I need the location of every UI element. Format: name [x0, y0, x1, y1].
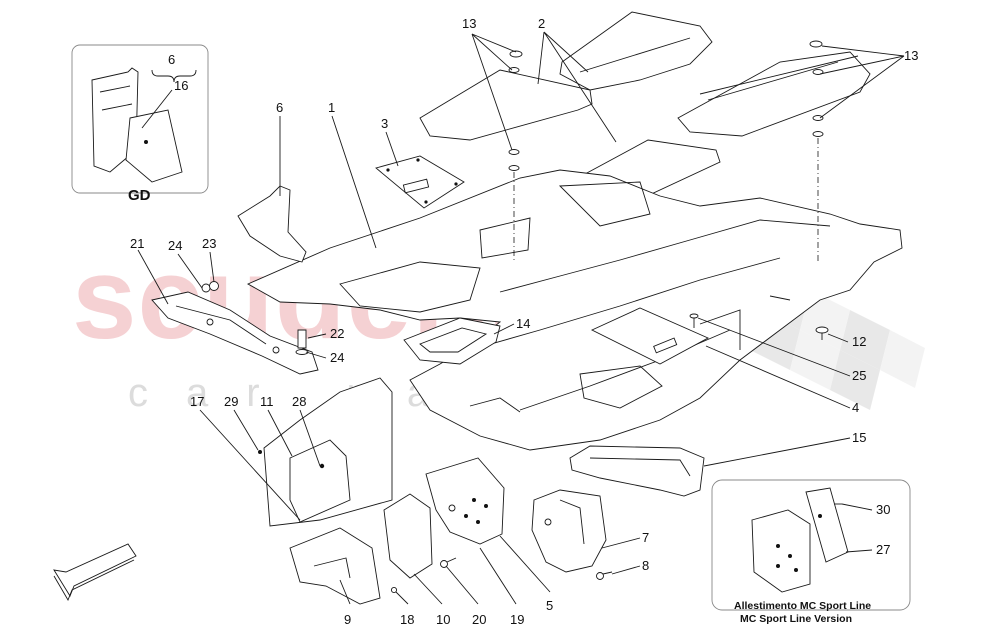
- callout-22: 22: [330, 326, 344, 341]
- callout-13-left: 13: [462, 16, 476, 31]
- callout-21: 21: [130, 236, 144, 251]
- inset-gd: 6 16 GD: [71, 44, 209, 204]
- part-3-panel: [375, 155, 465, 209]
- part-7-bracket: [531, 489, 613, 580]
- callout-10: 10: [436, 612, 450, 627]
- callout-15: 15: [852, 430, 866, 445]
- callout-20: 20: [472, 612, 486, 627]
- leader-lines: [137, 31, 905, 605]
- part-4-cover: [590, 307, 710, 365]
- part-14-frame: [403, 317, 501, 365]
- callout-25: 25: [852, 368, 866, 383]
- inset-mc-caption-2: MC Sport Line Version: [740, 613, 852, 625]
- part-15-channel: [569, 445, 705, 497]
- part-11-28-panel: [258, 377, 393, 527]
- callout-6: 6: [276, 100, 283, 115]
- callout-12: 12: [852, 334, 866, 349]
- callout-29: 29: [224, 394, 238, 409]
- callout-23: 23: [202, 236, 216, 251]
- inset-gd-label: GD: [128, 187, 151, 204]
- callout-24-bottom: 24: [330, 350, 344, 365]
- callout-8: 8: [642, 558, 649, 573]
- fasteners: [508, 40, 829, 340]
- part-6-trim: [237, 185, 307, 263]
- callout-24-top: 24: [168, 238, 182, 253]
- callout-17: 17: [190, 394, 204, 409]
- callout-1: 1: [328, 100, 335, 115]
- main-carpet: [246, 169, 903, 451]
- callout-11: 11: [260, 394, 274, 409]
- callout-28: 28: [292, 394, 306, 409]
- callout-7: 7: [642, 530, 649, 545]
- callout-6-inset: 6: [168, 52, 175, 67]
- callout-numbers: 13 2 13 6 1 3 21 24 23 22 24 14 12 25 4 …: [130, 16, 918, 627]
- callout-3: 3: [381, 116, 388, 131]
- part-9-10-brackets: [289, 493, 433, 605]
- callout-18: 18: [400, 612, 414, 627]
- callout-2: 2: [538, 16, 545, 31]
- callout-9: 9: [344, 612, 351, 627]
- callout-30: 30: [876, 502, 890, 517]
- callout-4: 4: [852, 400, 859, 415]
- callout-19: 19: [510, 612, 524, 627]
- inset-mc-sport-line: Allestimento MC Sport Line MC Sport Line…: [711, 479, 911, 625]
- callout-14: 14: [516, 316, 530, 331]
- floor-mats: [419, 11, 871, 219]
- callout-16: 16: [174, 78, 188, 93]
- part-5-bracket: [425, 457, 505, 568]
- arrow-front-left-icon: [53, 543, 137, 602]
- callout-13-right: 13: [904, 48, 918, 63]
- callout-27: 27: [876, 542, 890, 557]
- callout-5: 5: [546, 598, 553, 613]
- inset-mc-caption-1: Allestimento MC Sport Line: [734, 600, 871, 612]
